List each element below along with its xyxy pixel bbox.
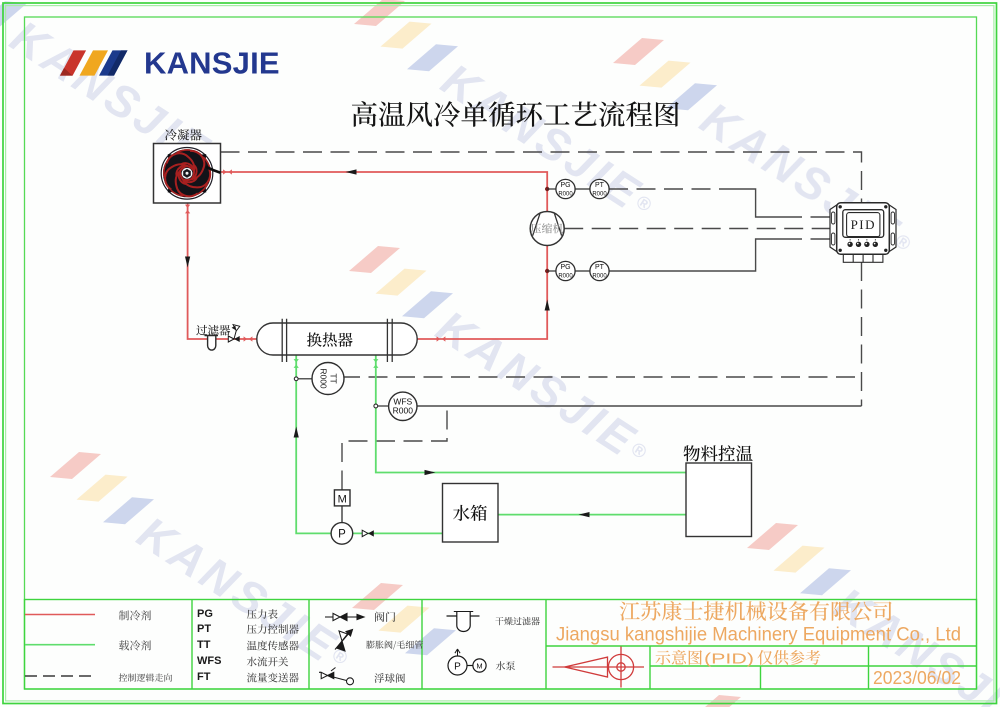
svg-text:R000: R000 (319, 368, 329, 389)
svg-text:R000: R000 (558, 273, 573, 279)
svg-text:M: M (476, 662, 482, 671)
svg-text:PG: PG (560, 182, 570, 189)
svg-text:WFS: WFS (197, 655, 221, 667)
svg-text:TT: TT (329, 373, 339, 383)
svg-text:PT: PT (197, 623, 211, 635)
svg-text:P: P (454, 662, 461, 673)
svg-text:P: P (338, 529, 346, 541)
svg-text:R000: R000 (558, 191, 573, 197)
svg-text:PID: PID (851, 217, 876, 232)
svg-text:Jiangsu kangshijie Machinery E: Jiangsu kangshijie Machinery Equipment C… (556, 624, 961, 646)
svg-text:R000: R000 (393, 405, 414, 415)
svg-text:KANSJIE: KANSJIE (144, 46, 280, 81)
svg-text:PT: PT (595, 264, 605, 271)
svg-text:2023/06/02: 2023/06/02 (873, 668, 961, 688)
svg-text:WFS: WFS (393, 396, 412, 406)
svg-text:M: M (338, 494, 347, 506)
svg-text:(PID): (PID) (704, 651, 754, 668)
svg-text:TT: TT (197, 639, 211, 651)
svg-text:PG: PG (560, 264, 570, 271)
svg-text:R000: R000 (592, 191, 607, 197)
svg-text:R000: R000 (592, 273, 607, 279)
svg-text:FT: FT (197, 671, 211, 683)
svg-text:PT: PT (595, 182, 605, 189)
svg-text:PG: PG (197, 608, 213, 620)
